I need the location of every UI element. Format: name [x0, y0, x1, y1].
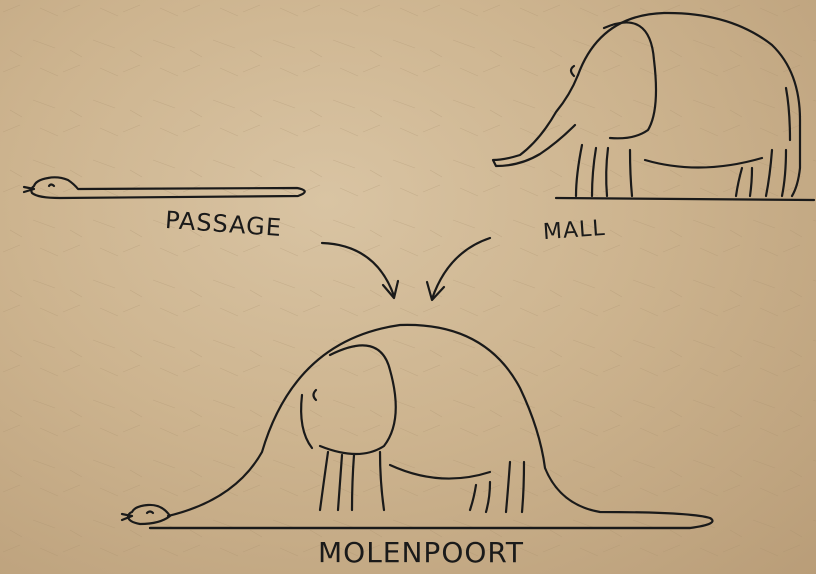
label-mall: Mall: [542, 216, 606, 245]
label-molenpoort: Molenpoort: [318, 536, 524, 569]
